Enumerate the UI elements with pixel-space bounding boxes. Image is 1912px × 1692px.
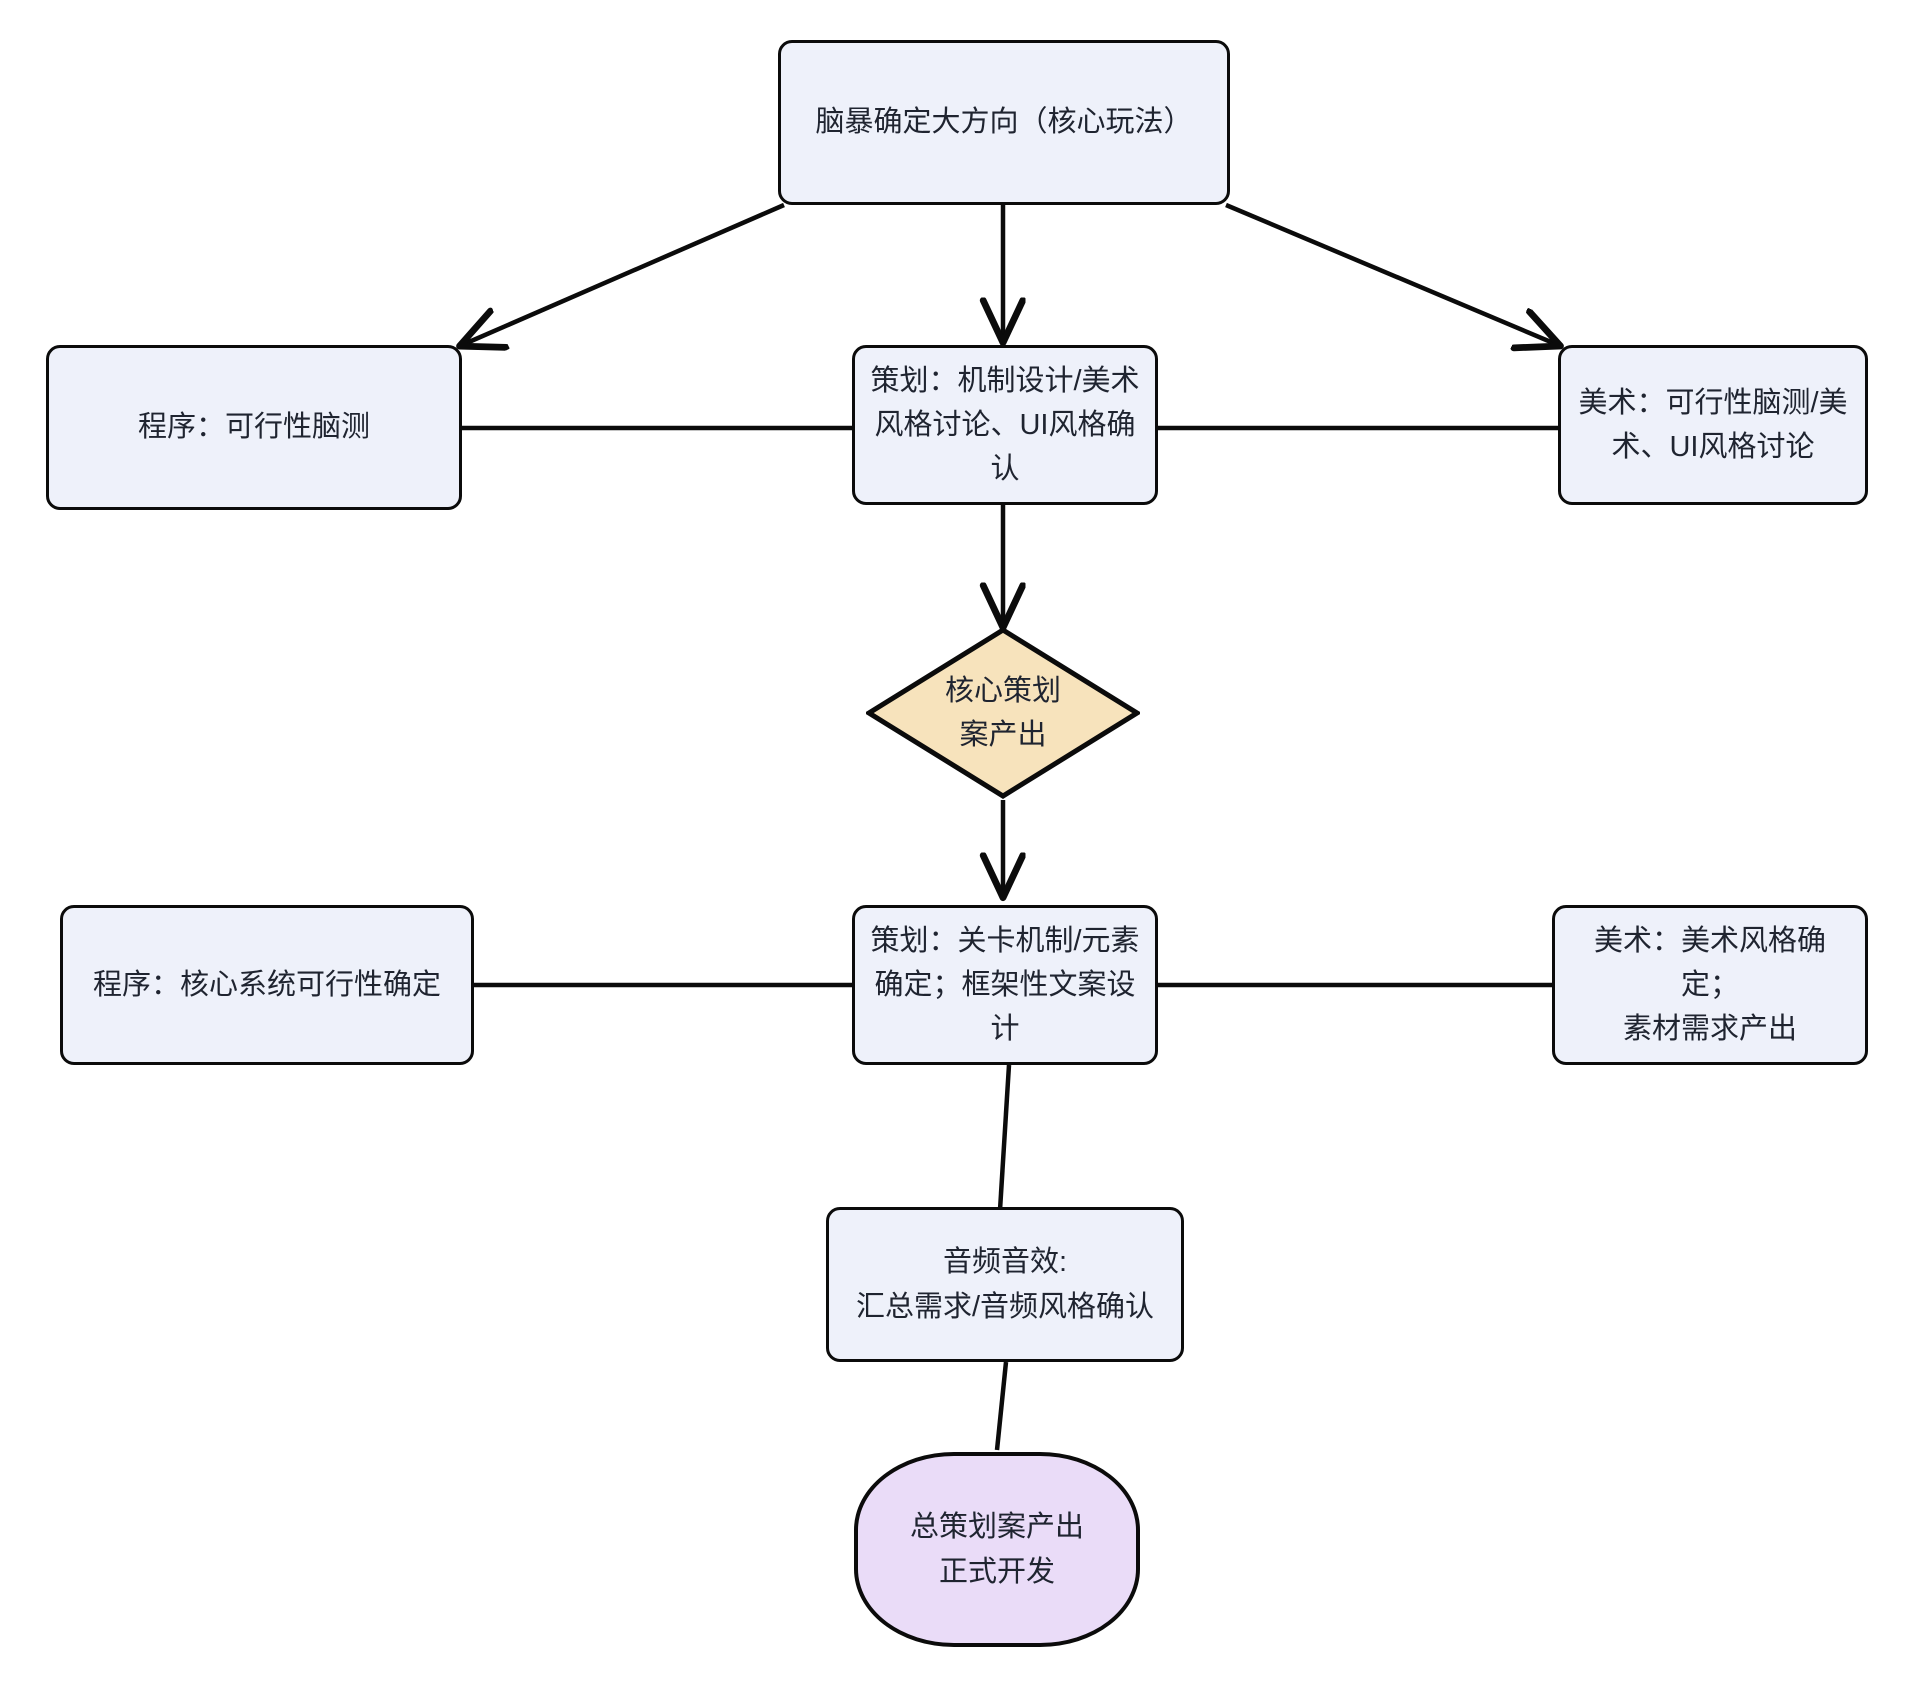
edge-brainstorm-to-art-feasibility: [1225, 202, 1558, 345]
node-brainstorm[interactable]: 脑暴确定大方向（核心玩法）: [778, 40, 1230, 205]
node-brainstorm-label: 脑暴确定大方向（核心玩法）: [815, 106, 1193, 139]
node-program-core-system-label: 程序：核心系统可行性确定: [92, 968, 441, 1001]
node-core-design-output[interactable]: 核心策划 案产出: [866, 627, 1140, 799]
node-art-style-confirm-label: 美术：美术风格确定； 素材需求产出: [1593, 924, 1826, 1046]
edge-design-level-mechanics-to-audio-sfx: [997, 1064, 1012, 1211]
edge-brainstorm-to-program-feasibility: [462, 202, 785, 345]
node-program-feasibility-label: 程序：可行性脑测: [137, 411, 370, 444]
diamond-shape: [866, 627, 1140, 799]
node-audio-sfx[interactable]: 音频音效: 汇总需求/音频风格确认: [826, 1207, 1184, 1362]
node-core-design-output-label: 核心策划 案产出: [944, 674, 1061, 751]
node-art-feasibility[interactable]: 美术：可行性脑测/美 术、UI风格讨论: [1558, 345, 1868, 505]
node-final-design-output[interactable]: 总策划案产出 正式开发: [854, 1452, 1140, 1647]
node-design-mechanics-label: 策划：机制设计/美术 风格讨论、UI风格确认: [870, 364, 1140, 486]
node-design-level-mechanics[interactable]: 策划：关卡机制/元素 确定；框架性文案设计: [852, 905, 1158, 1065]
node-design-mechanics[interactable]: 策划：机制设计/美术 风格讨论、UI风格确认: [852, 345, 1158, 505]
node-art-feasibility-label: 美术：可行性脑测/美 术、UI风格讨论: [1578, 386, 1848, 463]
node-art-style-confirm[interactable]: 美术：美术风格确定； 素材需求产出: [1552, 905, 1868, 1065]
node-design-level-mechanics-label: 策划：关卡机制/元素 确定；框架性文案设计: [870, 924, 1140, 1046]
node-program-core-system[interactable]: 程序：核心系统可行性确定: [60, 905, 474, 1065]
node-audio-sfx-label: 音频音效: 汇总需求/音频风格确认: [855, 1246, 1155, 1323]
node-final-design-output-label: 总策划案产出 正式开发: [909, 1511, 1084, 1588]
edge-audio-sfx-to-final-design-output: [994, 1361, 1009, 1451]
node-program-feasibility[interactable]: 程序：可行性脑测: [46, 345, 462, 510]
